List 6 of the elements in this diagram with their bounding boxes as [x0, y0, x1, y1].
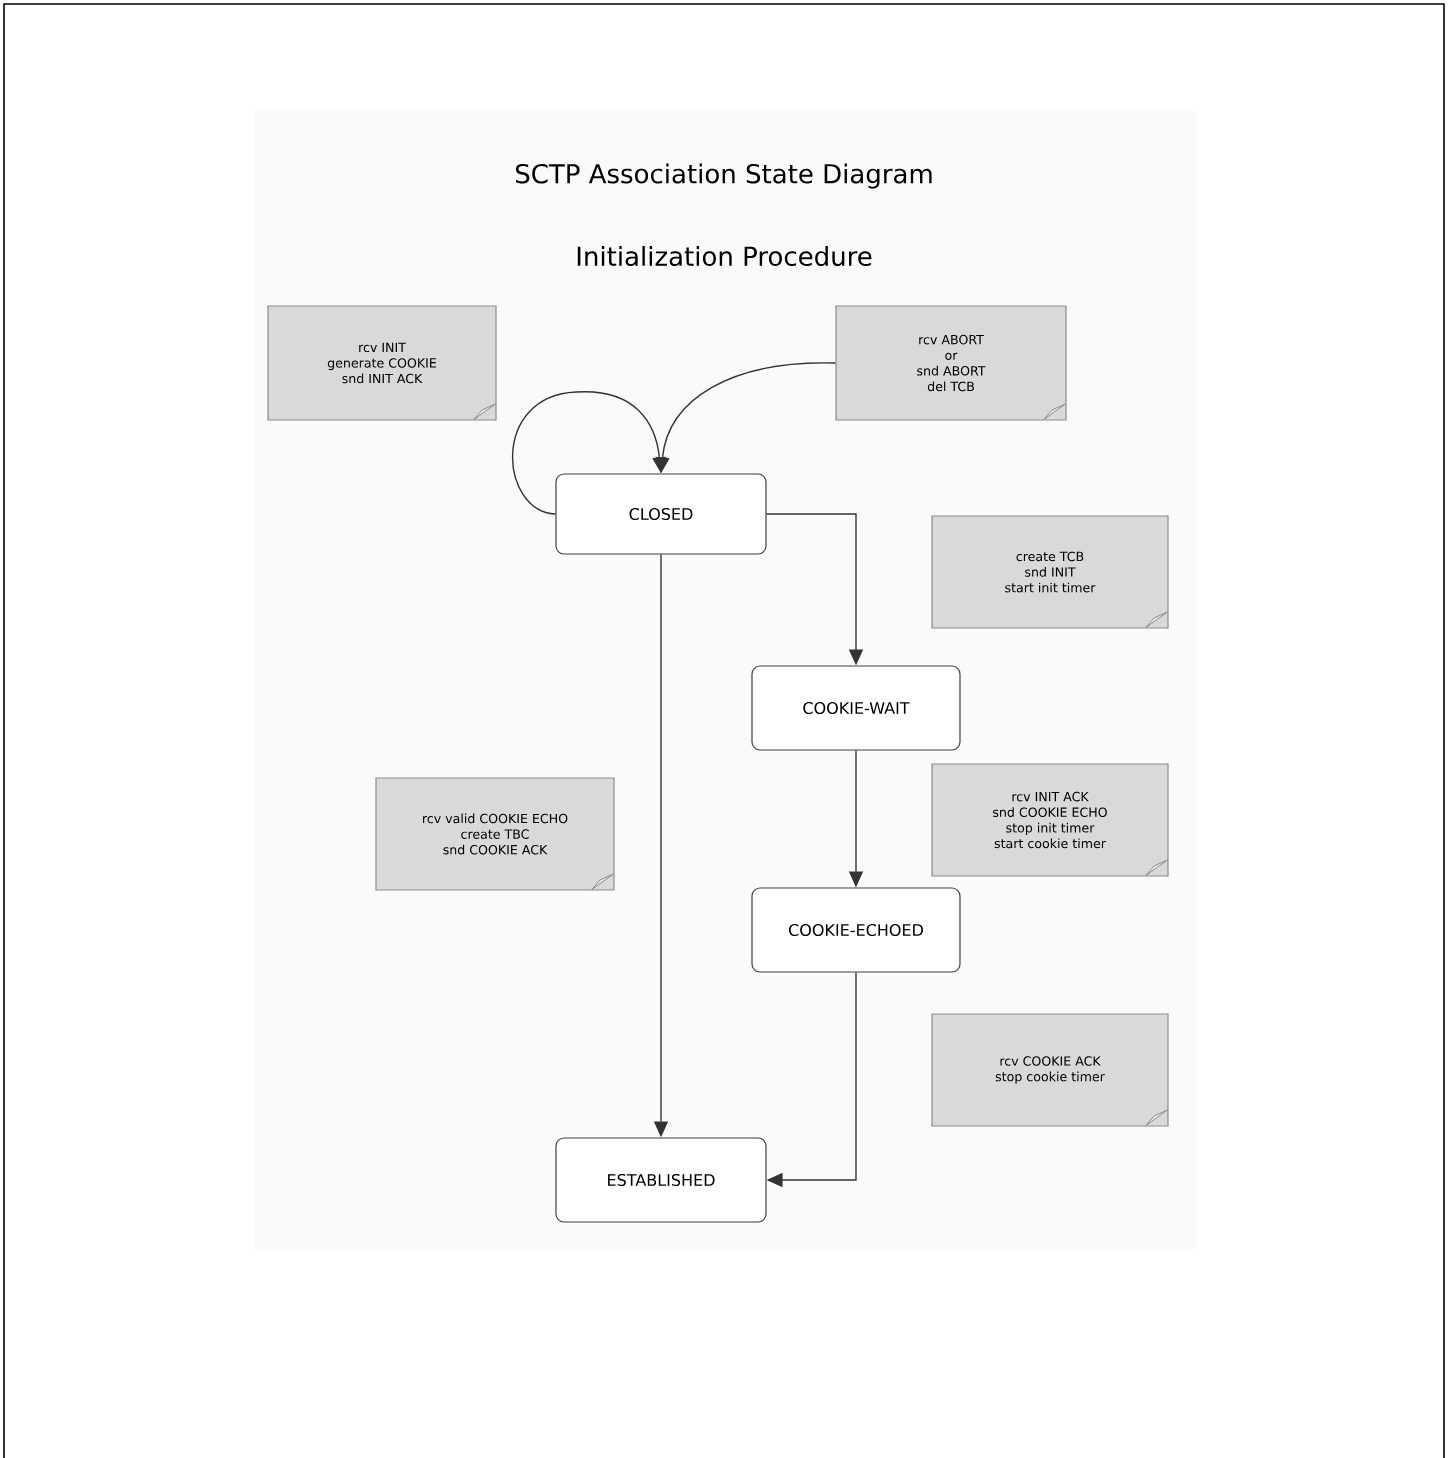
title: SCTP Association State Diagram [515, 163, 932, 189]
subtitle: Initialization Procedure [577, 245, 872, 267]
state-box: COOKIE-ECHOED [751, 887, 961, 973]
state-box: CLOSED [555, 473, 767, 555]
state-box: COOKIE-WAIT [751, 665, 961, 751]
state-box: ESTABLISHED [555, 1137, 767, 1223]
